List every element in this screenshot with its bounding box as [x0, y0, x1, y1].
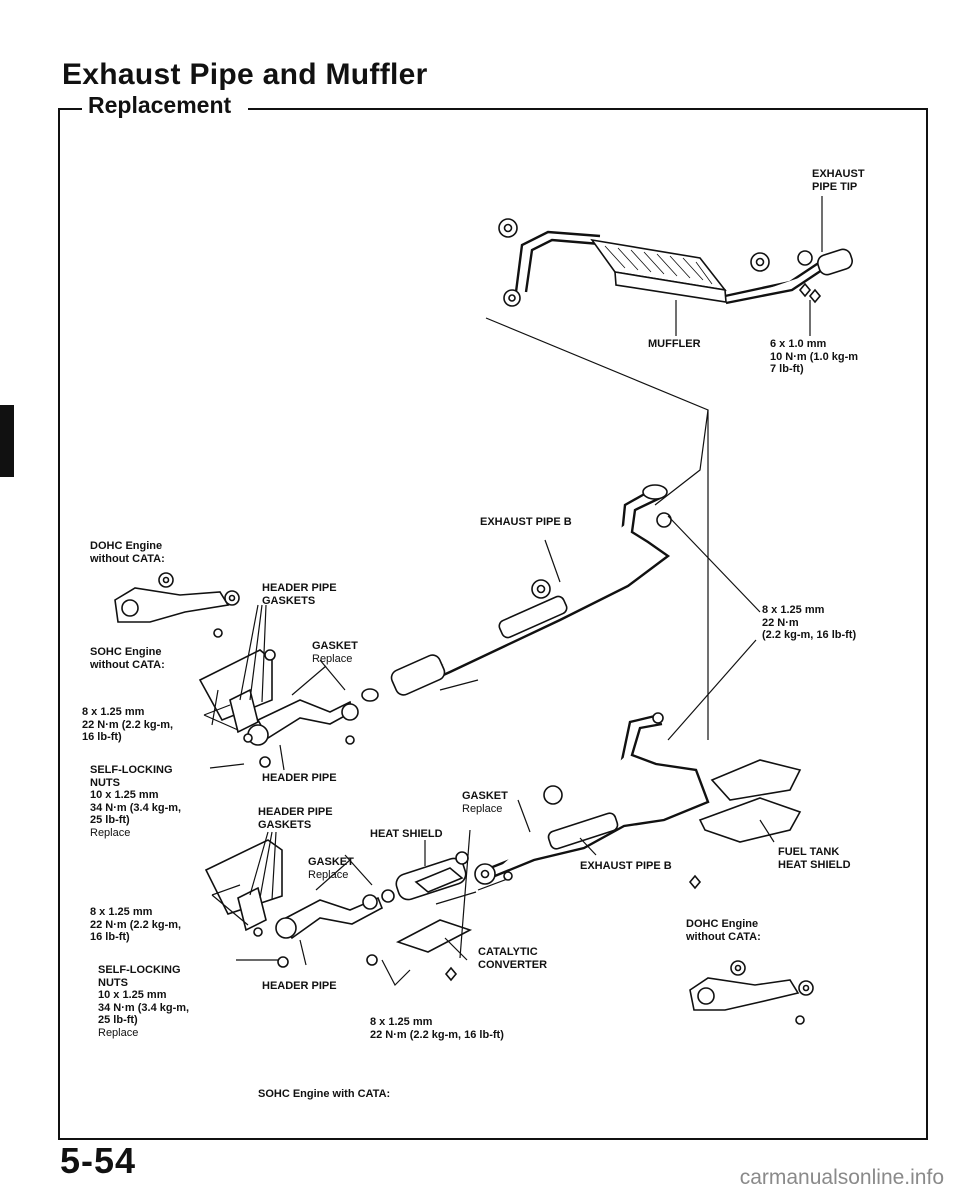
label-line: NUTS — [98, 976, 128, 989]
label-line: 8 x 1.25 mm — [82, 706, 145, 718]
label-line: CONVERTER — [478, 958, 548, 971]
label-heat-shield: HEAT SHIELD — [370, 828, 443, 840]
label-torque-left-bottom: 8 x 1.25 mm 22 N·m (2.2 kg-m, 16 lb-ft) — [90, 906, 181, 944]
label-line: FUEL TANK — [778, 846, 840, 858]
label-exhaust-pipe-b-top: EXHAUST PIPE B — [480, 516, 572, 528]
label-line: without CATA: — [90, 658, 165, 671]
label-line: CATALYTIC — [478, 946, 538, 958]
label-header-pipe-bottom: HEADER PIPE — [262, 980, 337, 992]
label-line: Replace — [90, 826, 131, 839]
label-line: DOHC Engine — [686, 918, 759, 930]
label-line: 10 N·m (1.0 kg-m — [770, 350, 859, 363]
label-sohc-without-cata: SOHC Engine without CATA: — [90, 646, 165, 671]
label-line: HEADER PIPE — [258, 806, 333, 818]
label-muffler-bolt-torque: 6 x 1.0 mm 10 N·m (1.0 kg-m 7 lb-ft) — [770, 338, 858, 376]
section-subtitle: Replacement — [88, 92, 232, 118]
label-line: SOHC Engine — [90, 646, 162, 658]
label-gasket-top-replace: Replace — [312, 653, 353, 665]
label-line: 34 N·m (3.4 kg-m, — [90, 801, 182, 814]
label-gasket-mid-replace: Replace — [462, 803, 503, 815]
muffler-drawing — [498, 218, 853, 307]
dohc-header-top-drawing — [114, 572, 240, 638]
catalytic-converter-drawing — [381, 851, 513, 982]
label-dohc-engine-top: DOHC Engine without CATA: — [90, 540, 165, 565]
label-line: EXHAUST — [812, 168, 865, 180]
label-line: 8 x 1.25 mm — [762, 604, 825, 616]
label-line: 8 x 1.25 mm — [370, 1016, 433, 1028]
label-line: 8 x 1.25 mm — [90, 906, 153, 918]
page-title: Exhaust Pipe and Muffler — [62, 58, 428, 91]
frame-border-right-segment — [248, 108, 928, 110]
frame-border-left-segment — [58, 108, 82, 110]
dohc-header-bottom-drawing — [689, 960, 814, 1025]
label-gasket-mid: GASKET — [462, 790, 508, 802]
label-header-pipe-top: HEADER PIPE — [262, 772, 337, 784]
section-tab-marker — [0, 405, 14, 477]
label-muffler: MUFFLER — [648, 338, 701, 350]
label-line: HEADER PIPE — [262, 582, 337, 594]
label-self-locking-nuts-bottom: SELF-LOCKING NUTS 10 x 1.25 mm 34 N·m (3… — [98, 964, 189, 1039]
label-line: 6 x 1.0 mm — [770, 338, 827, 350]
label-line: GASKETS — [262, 594, 316, 607]
label-line: SELF-LOCKING — [90, 764, 173, 776]
label-line: 16 lb-ft) — [90, 931, 130, 943]
exhaust-pipe-b-drawing — [361, 484, 672, 702]
label-gasket-top: GASKET — [312, 640, 358, 652]
label-line: 22 N·m (2.2 kg-m, — [90, 918, 182, 931]
label-line: SELF-LOCKING — [98, 964, 181, 976]
label-line: 10 x 1.25 mm — [90, 789, 159, 801]
label-line: GASKETS — [258, 818, 312, 831]
label-line: 7 lb-ft) — [770, 363, 804, 375]
label-line: 25 lb-ft) — [98, 1014, 138, 1026]
label-exhaust-pipe-tip: EXHAUST PIPE TIP — [812, 168, 865, 193]
label-line: 22 N·m (2.2 kg-m, 16 lb-ft) — [370, 1028, 504, 1041]
sohc-header-bottom-drawing — [204, 839, 384, 968]
label-fuel-tank-heat-shield: FUEL TANK HEAT SHIELD — [778, 846, 851, 871]
exhaust-pipe-b-cata-drawing — [474, 712, 802, 890]
label-line: PIPE TIP — [812, 180, 858, 193]
label-line: 34 N·m (3.4 kg-m, — [98, 1001, 190, 1014]
label-line: DOHC Engine — [90, 540, 163, 552]
label-catalytic-converter: CATALYTIC CONVERTER — [478, 946, 547, 971]
sohc-header-top-drawing — [198, 649, 359, 768]
watermark: carmanualsonline.info — [739, 1166, 944, 1189]
label-line: (2.2 kg-m, 16 lb-ft) — [762, 629, 857, 641]
diagram-frame — [58, 108, 928, 1140]
label-torque-right-top: 8 x 1.25 mm 22 N·m (2.2 kg-m, 16 lb-ft) — [762, 604, 856, 642]
label-sohc-with-cata: SOHC Engine with CATA: — [258, 1088, 391, 1100]
label-line: 25 lb-ft) — [90, 814, 130, 826]
label-torque-left-top: 8 x 1.25 mm 22 N·m (2.2 kg-m, 16 lb-ft) — [82, 706, 173, 744]
label-line: NUTS — [90, 776, 120, 789]
leader-lines — [203, 196, 823, 987]
label-line: without CATA: — [90, 552, 165, 565]
label-line: Replace — [98, 1026, 139, 1039]
label-line: 10 x 1.25 mm — [98, 989, 167, 1001]
label-torque-center-bottom: 8 x 1.25 mm 22 N·m (2.2 kg-m, 16 lb-ft) — [370, 1016, 504, 1041]
label-self-locking-nuts-top: SELF-LOCKING NUTS 10 x 1.25 mm 34 N·m (3… — [90, 764, 181, 839]
label-header-pipe-gaskets-bottom: HEADER PIPE GASKETS — [258, 806, 333, 831]
label-exhaust-pipe-b-bottom: EXHAUST PIPE B — [580, 860, 672, 872]
label-line: HEAT SHIELD — [778, 858, 851, 871]
label-gasket-small-replace: Replace — [308, 869, 349, 881]
label-header-pipe-gaskets-top: HEADER PIPE GASKETS — [262, 582, 337, 607]
label-line: 22 N·m (2.2 kg-m, — [82, 718, 174, 731]
label-line: 22 N·m — [762, 616, 799, 629]
label-line: without CATA: — [686, 930, 761, 943]
label-dohc-engine-bottom: DOHC Engine without CATA: — [686, 918, 761, 943]
label-gasket-small: GASKET — [308, 856, 354, 868]
page-number: 5-54 — [60, 1140, 137, 1181]
label-line: 16 lb-ft) — [82, 731, 122, 743]
